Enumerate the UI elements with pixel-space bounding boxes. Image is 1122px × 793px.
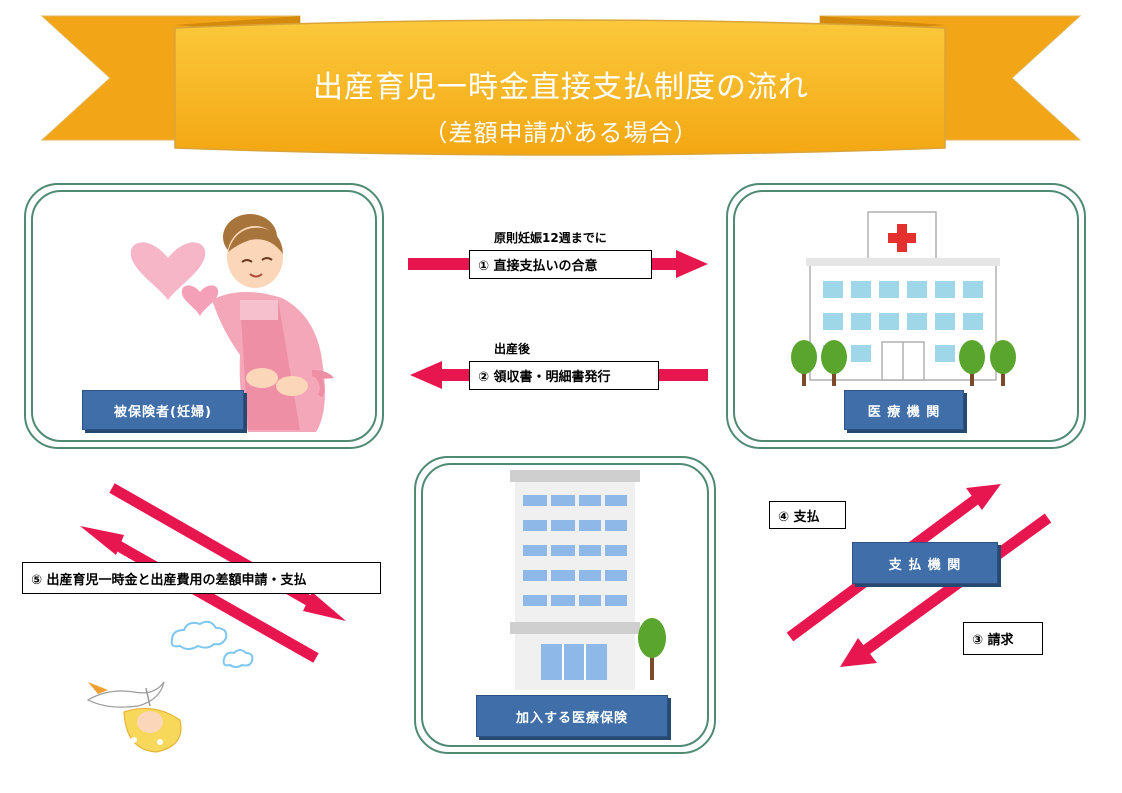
step2-note: 出産後 xyxy=(494,342,531,356)
arrow-step5-up xyxy=(80,526,319,663)
stork-baby-icon xyxy=(86,681,182,753)
step1-label: ① 直接支払いの合意 xyxy=(469,250,652,279)
title-ribbon xyxy=(40,15,1082,156)
cloud-icon xyxy=(222,649,254,668)
step4-label: ④ 支払 xyxy=(769,501,846,529)
arrow-step3 xyxy=(840,513,1052,667)
step5-label: ⑤ 出産育児一時金と出産費用の差額申請・支払 xyxy=(22,562,381,594)
insurer-label-top: 加入する医療保険 xyxy=(476,695,668,737)
page-title: 出産育児一時金直接支払制度の流れ xyxy=(313,70,809,105)
cloud-icon xyxy=(170,620,228,650)
step1-note: 原則妊娠12週までに xyxy=(494,231,607,245)
hospital-label-top: 医 療 機 関 xyxy=(844,390,964,430)
arrow-step5-down xyxy=(109,483,346,621)
insured-label-top: 被保険者(妊婦) xyxy=(82,390,244,430)
step3-label: ③ 請求 xyxy=(963,622,1043,655)
payment-org-label: 支 払 機 関 xyxy=(852,542,998,584)
step2-label: ② 領収書・明細書発行 xyxy=(469,361,659,390)
page-subtitle: （差額申請がある場合） xyxy=(423,119,699,147)
